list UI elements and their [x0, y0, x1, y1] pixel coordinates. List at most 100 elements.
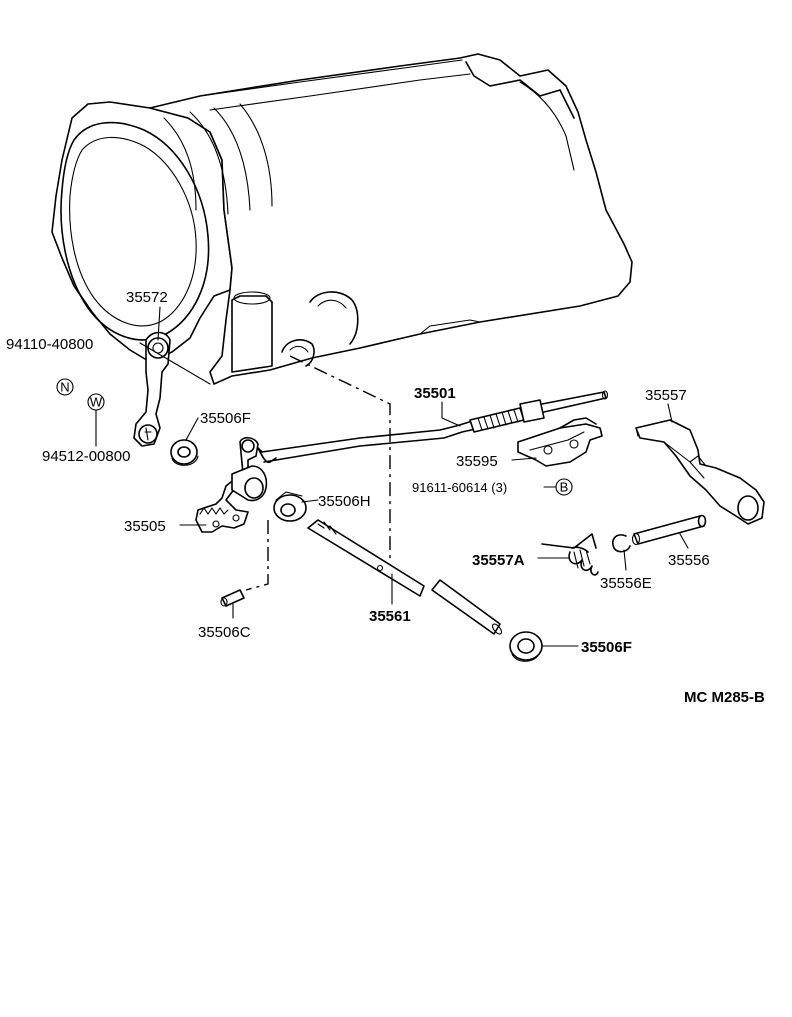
link-rod-end	[257, 447, 277, 464]
pawl-pin-end	[697, 514, 707, 528]
case-rib-3	[213, 107, 251, 211]
spring-pin-end	[220, 597, 228, 607]
case-top-line-2	[209, 73, 471, 111]
manual-valve-shaft	[307, 519, 503, 635]
label-91611-60614: 91611-60614 (3)	[412, 480, 507, 495]
case-boss-3-inner	[289, 345, 309, 353]
oil-seal-top-inner	[177, 446, 191, 458]
oil-seal-bottom-side	[511, 651, 541, 662]
label-35506F-top: 35506F	[200, 410, 251, 427]
case-boss-1	[231, 295, 273, 373]
label-35506F-bottom: 35506F	[581, 639, 632, 656]
shaft-right-segment	[431, 579, 501, 635]
leader-94110	[139, 342, 211, 385]
bracket-hole-2	[543, 445, 553, 455]
torsion-spring-arm	[541, 533, 597, 549]
bell-housing-outline	[51, 101, 233, 363]
e-ring	[611, 534, 631, 553]
rod-tip	[601, 390, 609, 400]
symbol-n-text: N	[60, 380, 69, 395]
label-35556: 35556	[668, 552, 710, 569]
case-rear-detail	[519, 81, 575, 171]
label-35505: 35505	[124, 518, 166, 535]
torsion-spring-coils	[568, 546, 599, 576]
case-top-line	[199, 59, 463, 97]
lever-bolt-head	[147, 337, 169, 359]
oil-seal-bottom-outer	[509, 631, 543, 661]
leader-lines	[95, 306, 689, 647]
parking-pawl-lever	[635, 419, 765, 525]
label-35557A: 35557A	[472, 552, 525, 569]
figure-code: MC M285-B	[684, 689, 765, 706]
centerline-dashed	[289, 355, 391, 560]
rod-nut	[519, 399, 545, 423]
label-35557: 35557	[645, 387, 687, 404]
oil-seal-top	[170, 439, 199, 466]
link-rod-upper	[261, 419, 477, 453]
bell-housing-rim-inner	[69, 136, 197, 327]
shaft-end	[491, 623, 503, 635]
case-boss-2	[309, 291, 359, 345]
oil-seal-bottom-inner	[517, 638, 535, 654]
label-35572: 35572	[126, 289, 168, 306]
case-boss-1-top	[233, 291, 271, 305]
detent-plate	[195, 436, 268, 533]
symbol-w-circle	[87, 393, 105, 411]
label-94110-40800: 94110-40800	[6, 336, 93, 353]
transmission-housing	[51, 53, 633, 385]
detent-teeth	[199, 507, 229, 515]
label-35556E: 35556E	[600, 575, 652, 592]
pawl-pin	[631, 514, 707, 546]
detent-hub-bore	[244, 477, 264, 499]
pawl-pin-groove	[631, 532, 641, 546]
pawl-lever-bore	[737, 495, 759, 521]
bracket-body	[517, 423, 603, 467]
leader-35556E	[623, 549, 627, 571]
leader-35595	[511, 457, 537, 461]
label-94512-00800: 94512-00800	[42, 448, 130, 465]
oil-seal-top-side	[171, 455, 199, 466]
leader-35501	[441, 401, 461, 427]
collar-bore	[280, 503, 296, 517]
label-35501: 35501	[414, 385, 456, 402]
shaft-collar	[273, 491, 307, 522]
label-35595: 35595	[456, 453, 498, 470]
pawl-pin-body	[633, 515, 705, 545]
leader-35506F-top	[185, 417, 199, 441]
part-labels: 35572 94110-40800 94512-00800 35506F 355…	[6, 289, 765, 706]
case-rib-2	[189, 111, 229, 215]
leader-35557	[667, 403, 673, 423]
bell-housing-rim	[60, 121, 210, 341]
shaft-left-segment	[307, 519, 425, 597]
symbol-b-circle	[555, 478, 573, 496]
detent-hole-1	[212, 520, 220, 528]
collar-outer	[273, 494, 307, 522]
shaft-pin-hole	[376, 564, 384, 572]
lever-pivot-hole	[138, 424, 158, 444]
leader-35506H	[301, 499, 319, 503]
collar-side	[275, 491, 303, 501]
case-boss-3	[281, 339, 315, 367]
bracket-flange	[559, 417, 597, 429]
label-35506H: 35506H	[318, 493, 371, 510]
bracket-hole-1	[569, 439, 579, 449]
torsion-spring	[541, 533, 599, 576]
circled-symbols: N W B	[56, 378, 573, 496]
symbol-b-text: B	[560, 480, 569, 495]
oil-seal-bottom	[509, 631, 543, 662]
detent-hub	[231, 465, 268, 502]
pawl-lever-body	[635, 419, 765, 525]
link-rod	[257, 390, 609, 464]
lever-pivot-mark	[144, 427, 152, 441]
shaft-knurl	[317, 521, 337, 535]
symbol-n-circle	[56, 378, 74, 396]
leader-35556	[679, 533, 689, 549]
centerline-dashed-pin	[245, 520, 269, 591]
label-35561: 35561	[369, 608, 411, 625]
rod-shaft-right	[541, 391, 607, 413]
case-rear	[465, 61, 575, 119]
e-ring-body	[611, 534, 631, 553]
case-boss-2-inner	[317, 299, 347, 309]
